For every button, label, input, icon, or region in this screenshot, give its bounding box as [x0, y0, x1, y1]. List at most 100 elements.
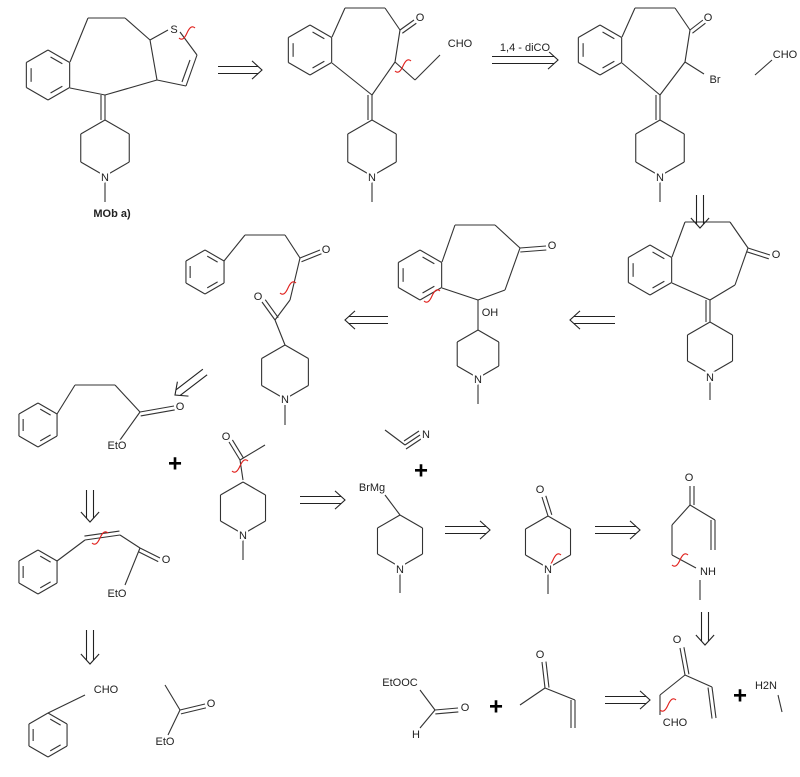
piperidine-ring [456, 329, 479, 343]
piperidine-ring [399, 514, 423, 529]
plus-sign: + [489, 693, 503, 720]
piperidine-ring [477, 329, 500, 343]
piperidine-ring [709, 321, 733, 336]
double-bond [747, 247, 771, 256]
benzene-ring [204, 282, 225, 295]
retrosynthesis-arrow [175, 368, 204, 391]
disconnection-mark [394, 59, 412, 73]
piperidine-ring [477, 365, 500, 379]
piperidine-ring [284, 344, 309, 359]
bond [239, 444, 266, 461]
bond [671, 282, 711, 301]
atom-o: O [704, 12, 713, 24]
group-cho: CHO [448, 38, 473, 50]
benzene-ring [49, 718, 61, 726]
benzene-ring [652, 280, 665, 289]
plus-sign: + [414, 457, 428, 484]
disconnection-mark [91, 531, 109, 545]
double-bond [545, 661, 550, 688]
bond [684, 29, 691, 63]
benzene-ring [288, 62, 311, 76]
atom-n: N [474, 374, 482, 386]
benzene-ring [649, 282, 672, 296]
double-bond [228, 441, 241, 461]
benzene-ring [649, 244, 672, 258]
bond [124, 547, 141, 586]
bond [504, 247, 521, 291]
double-bond [541, 496, 549, 517]
retrosynthesis-arrow-head [569, 310, 581, 330]
piperidine-ring [547, 515, 571, 530]
benzene-ring [578, 62, 601, 76]
bond [441, 224, 456, 263]
piperidine-ring [687, 321, 711, 336]
double-bond [683, 647, 690, 675]
benzene-ring [312, 60, 325, 69]
bond [519, 687, 546, 706]
group-etooc: EtOOC [382, 677, 418, 689]
double-bond [299, 249, 321, 259]
benzene-ring [628, 244, 651, 258]
atom-n: N [544, 564, 552, 576]
piperidine-ring [547, 554, 571, 569]
benzene-ring [204, 249, 225, 262]
double-bond [140, 409, 175, 417]
bond [394, 61, 416, 81]
bond [684, 674, 713, 688]
bond [671, 221, 686, 258]
group-eto: EtO [156, 736, 175, 748]
atom-o: O [222, 431, 231, 443]
bond [477, 289, 506, 301]
piperidine-ring [525, 554, 549, 569]
double-bond [402, 22, 417, 34]
piperidine-ring [220, 520, 244, 535]
piperidine-ring [104, 161, 130, 177]
retrosynthesis-arrow-head [479, 520, 491, 540]
disconnection-mark [178, 26, 196, 40]
piperidine-ring [635, 119, 661, 135]
bond [371, 61, 396, 96]
piperidine-ring [347, 119, 373, 135]
double-bond [435, 711, 459, 715]
bond [689, 504, 716, 521]
benzene-ring [602, 31, 615, 40]
piperidine-ring [456, 365, 479, 379]
benzene-ring [47, 49, 70, 63]
retrosynthesis-arrow-head [80, 653, 100, 665]
piperidine-ring [80, 119, 106, 135]
bond [164, 684, 181, 711]
piperidine-ring [659, 119, 685, 135]
bond [119, 411, 141, 441]
disconnection-mark [279, 281, 297, 295]
atom-o: O [322, 244, 331, 256]
bond [384, 429, 406, 446]
benzene-ring [602, 60, 615, 69]
bond [56, 384, 76, 415]
bond [56, 539, 86, 562]
atom-o: O [536, 484, 545, 496]
piperidine-ring [371, 119, 397, 135]
atom-o: O [536, 649, 545, 661]
benzene-ring [599, 62, 622, 76]
atom-n: N [281, 394, 289, 406]
piperidine-ring [687, 360, 711, 375]
benzene-ring [50, 56, 63, 65]
double-bond [180, 707, 207, 715]
benzene-ring [206, 255, 218, 263]
bond [734, 247, 749, 286]
atom-o: O [685, 472, 694, 484]
bond [384, 494, 401, 516]
piperidine-ring [525, 515, 549, 530]
group-cho: CHO [773, 49, 798, 61]
retrosynthesis-arrow-head [251, 60, 263, 80]
benzene-ring [49, 744, 61, 752]
benzene-ring [422, 285, 435, 294]
benzene-ring [398, 287, 421, 301]
benzene-ring [578, 24, 601, 38]
benzene-ring [422, 256, 435, 265]
benzene-ring [18, 549, 39, 562]
benzene-ring [185, 282, 206, 295]
double-bond [434, 707, 459, 711]
double-bond [264, 299, 279, 318]
